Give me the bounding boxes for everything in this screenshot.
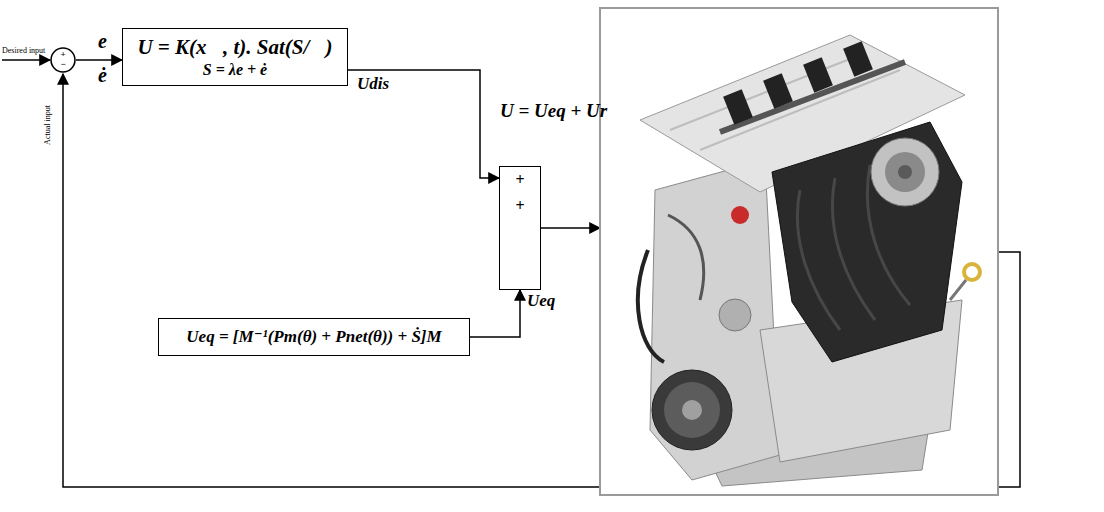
node-text: +	[515, 197, 524, 215]
engine-part	[700, 70, 900, 150]
feedback-label: Actual input	[43, 87, 53, 163]
adder-block: ++	[499, 166, 541, 290]
engine-part	[682, 400, 702, 420]
error-signal: e	[98, 30, 107, 53]
plant-input-wire	[541, 227, 600, 229]
node-text: +	[515, 171, 524, 189]
node-text: S = λe + ė	[203, 61, 267, 79]
engine-part	[723, 89, 753, 124]
engine-part	[885, 152, 925, 192]
engine-part	[843, 41, 873, 76]
engine-part	[898, 165, 912, 179]
engine-part	[950, 280, 966, 300]
engine-part	[652, 370, 732, 450]
engine-frame	[600, 8, 998, 495]
equivalent-control-box: Ueq = [M⁻¹(Pm(θ) + Pnet(θ)) + Ṡ]M	[158, 318, 470, 356]
error-rate-signal: ė	[98, 64, 107, 87]
signal-connector	[76, 59, 122, 61]
engine-part	[803, 57, 833, 92]
control-law-label: U = Ueq + Ur	[500, 100, 607, 122]
engine-part	[719, 299, 751, 331]
signal-label: Udis	[356, 74, 390, 94]
engine-part	[664, 382, 720, 438]
engine-part	[650, 160, 780, 480]
node-text: +	[60, 50, 65, 60]
node-text: Ueq = [M⁻¹(Pm(θ) + Pnet(θ)) + Ṡ]M	[186, 328, 441, 347]
node-text: −	[60, 60, 65, 70]
junction-circle	[51, 48, 75, 72]
signal-label: Ueq	[526, 291, 556, 311]
engine-part	[964, 264, 980, 280]
engine-part	[763, 73, 793, 108]
node-text: U = K(x⃗, t). Sat(S/∅)	[137, 36, 332, 59]
signal-connector	[470, 290, 520, 337]
summing-junction: +−	[50, 47, 76, 73]
engine-illustration	[638, 35, 980, 486]
controller-box: U = K(x⃗, t). Sat(S/∅) S = λe + ė	[122, 28, 348, 86]
engine-part	[668, 215, 704, 300]
engine-part	[638, 250, 664, 362]
desired-input-wire	[2, 59, 50, 61]
engine-part	[731, 206, 749, 224]
engine-part	[772, 122, 962, 362]
signal-connector	[348, 70, 499, 178]
engine-part	[871, 138, 939, 206]
input-label: Desired input	[2, 46, 45, 55]
